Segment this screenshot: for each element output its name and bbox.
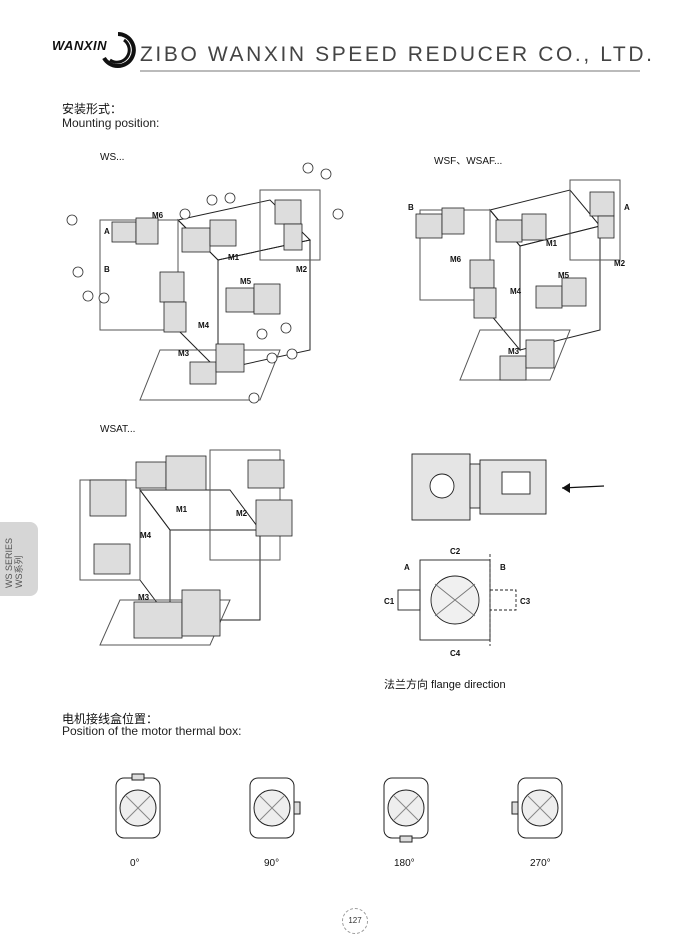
wsf-side-b-label: B [408, 203, 414, 212]
reducer-side-view [411, 453, 605, 521]
flange-c4-label: C4 [450, 649, 461, 658]
flange-caption: 法兰方向 flange direction [384, 679, 506, 691]
wsf-m4-label: M4 [510, 287, 522, 296]
ws-m1-label: M1 [228, 253, 240, 262]
wsf-group-label: WSF、WSAF... [434, 156, 503, 167]
wsf-side-a-label: A [624, 203, 630, 212]
series-side-tab: WS SERIES WS系列 [0, 522, 38, 596]
flange-c2-label: C2 [450, 547, 461, 556]
wsf-mounting-diagram: M6 M1 M2 M3 M4 M5 B A [408, 179, 630, 381]
angle-90-label: 90° [264, 858, 280, 869]
wsat-m3-label: M3 [138, 593, 150, 602]
thermal-box-title-en: Position of the motor thermal box: [62, 724, 242, 738]
wsf-m3-label: M3 [508, 347, 520, 356]
ws-side-a-label: A [104, 227, 110, 236]
page-number: 127 [342, 908, 368, 934]
company-name: ZIBO WANXIN SPEED REDUCER CO., LTD. [140, 43, 655, 66]
wsat-mounting-diagram: M1 M2 M3 M4 [79, 449, 293, 646]
flange-side-b-label: B [500, 563, 506, 572]
header-divider [140, 70, 640, 72]
flange-side-a-label: A [404, 563, 410, 572]
ws-m6-label: M6 [152, 211, 164, 220]
wsf-m1-label: M1 [546, 239, 558, 248]
thermal-box-0-diagram [115, 773, 161, 839]
angle-180-label: 180° [394, 858, 415, 869]
thermal-box-90-diagram [249, 777, 301, 839]
ws-m4-label: M4 [198, 321, 210, 330]
wsat-m4-label: M4 [140, 531, 152, 540]
thermal-box-270-diagram [511, 777, 563, 839]
side-tab-line2: WS系列 [14, 555, 24, 589]
wsat-m1-label: M1 [176, 505, 188, 514]
wsat-m2-label: M2 [236, 509, 248, 518]
mounting-title-en: Mounting position: [62, 116, 160, 130]
company-logo-icon [102, 32, 136, 68]
ws-m3-label: M3 [178, 349, 190, 358]
flange-direction-diagram: A B C2 C1 C3 C4 [384, 547, 531, 658]
brand-name: WANXIN [52, 38, 107, 53]
thermal-box-title-cn: 电机接线盒位置： [62, 712, 159, 726]
wsf-m2-label: M2 [614, 259, 626, 268]
mounting-title-cn: 安装形式： [62, 102, 123, 116]
ws-m2-label: M2 [296, 265, 308, 274]
ws-mounting-diagram: M6 M1 M2 M3 M4 M5 A B [66, 162, 344, 404]
ws-group-label: WS... [100, 152, 125, 163]
ws-side-b-label: B [104, 265, 110, 274]
angle-270-label: 270° [530, 858, 551, 869]
flange-c1-label: C1 [384, 597, 395, 606]
wsat-group-label: WSAT... [100, 424, 136, 435]
angle-0-label: 0° [130, 858, 140, 869]
side-tab-line1: WS SERIES [4, 537, 14, 588]
thermal-box-180-diagram [383, 777, 429, 843]
ws-m5-label: M5 [240, 277, 252, 286]
wsf-m6-label: M6 [450, 255, 462, 264]
flange-c3-label: C3 [520, 597, 531, 606]
wsf-m5-label: M5 [558, 271, 570, 280]
